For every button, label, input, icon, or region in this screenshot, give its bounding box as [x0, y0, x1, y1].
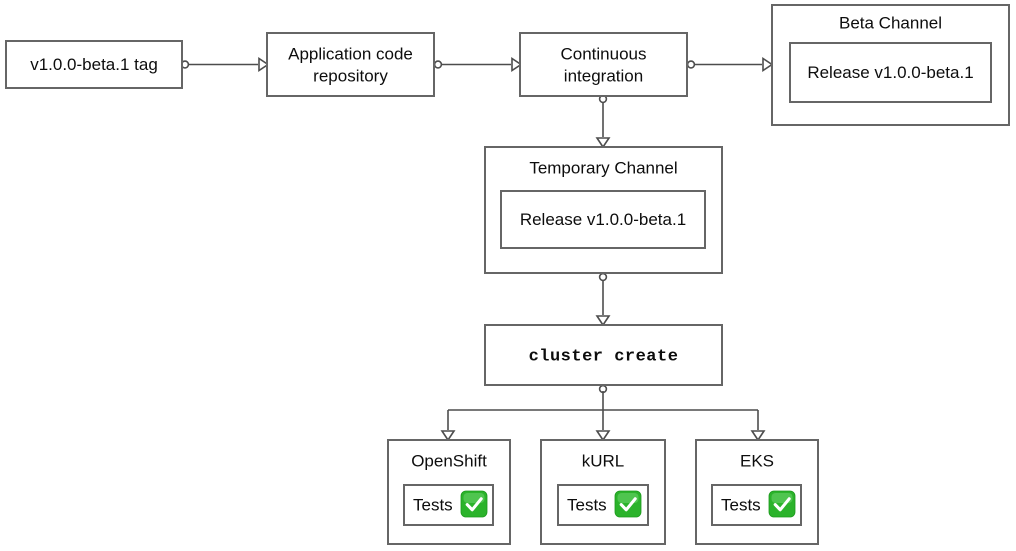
kurl-tests-label: Tests: [567, 495, 607, 514]
edge-cluster-create-to-platforms: [440, 384, 766, 442]
eks-tests-label: Tests: [721, 495, 761, 514]
node-repo-label-line2: repository: [313, 66, 388, 85]
beta-channel-release-label: Release v1.0.0-beta.1: [807, 63, 973, 82]
node-tag-label: v1.0.0-beta.1 tag: [30, 55, 158, 74]
node-continuous-integration[interactable]: Continuous integration: [519, 32, 688, 97]
node-tag[interactable]: v1.0.0-beta.1 tag: [5, 40, 183, 89]
openshift-tests-label: Tests: [413, 495, 453, 514]
node-temporary-channel[interactable]: Temporary Channel Release v1.0.0-beta.1: [484, 146, 723, 274]
edge-repo-to-ci: [433, 57, 523, 72]
beta-channel-release-box[interactable]: [789, 42, 992, 103]
node-cluster-create-label: cluster create: [529, 347, 679, 366]
node-ci-label-line1: Continuous: [560, 44, 646, 63]
node-eks[interactable]: EKS Tests: [695, 439, 819, 545]
node-ci-label-line2: integration: [564, 66, 643, 85]
kurl-title: kURL: [582, 451, 625, 470]
node-application-code-repository[interactable]: Application code repository: [266, 32, 435, 97]
openshift-title: OpenShift: [411, 451, 487, 470]
edge-ci-to-beta-channel: [686, 57, 774, 72]
node-openshift[interactable]: OpenShift Tests: [387, 439, 511, 545]
temporary-channel-title: Temporary Channel: [529, 158, 677, 177]
edge-tag-to-repo: [180, 57, 270, 72]
check-mark-green-icon: [768, 490, 796, 518]
temporary-channel-release-box[interactable]: [500, 190, 706, 249]
eks-title: EKS: [740, 451, 774, 470]
check-mark-green-icon: [460, 490, 488, 518]
temporary-channel-release-label: Release v1.0.0-beta.1: [520, 210, 686, 229]
node-beta-channel[interactable]: Beta Channel Release v1.0.0-beta.1: [771, 4, 1010, 126]
check-mark-green-icon: [614, 490, 642, 518]
edge-ci-to-temporary-channel: [595, 94, 611, 149]
node-cluster-create[interactable]: cluster create: [484, 324, 723, 386]
node-repo-label-line1: Application code: [288, 44, 413, 63]
beta-channel-title: Beta Channel: [839, 13, 942, 32]
node-kurl[interactable]: kURL Tests: [540, 439, 666, 545]
edge-temporary-channel-to-cluster-create: [595, 272, 611, 327]
